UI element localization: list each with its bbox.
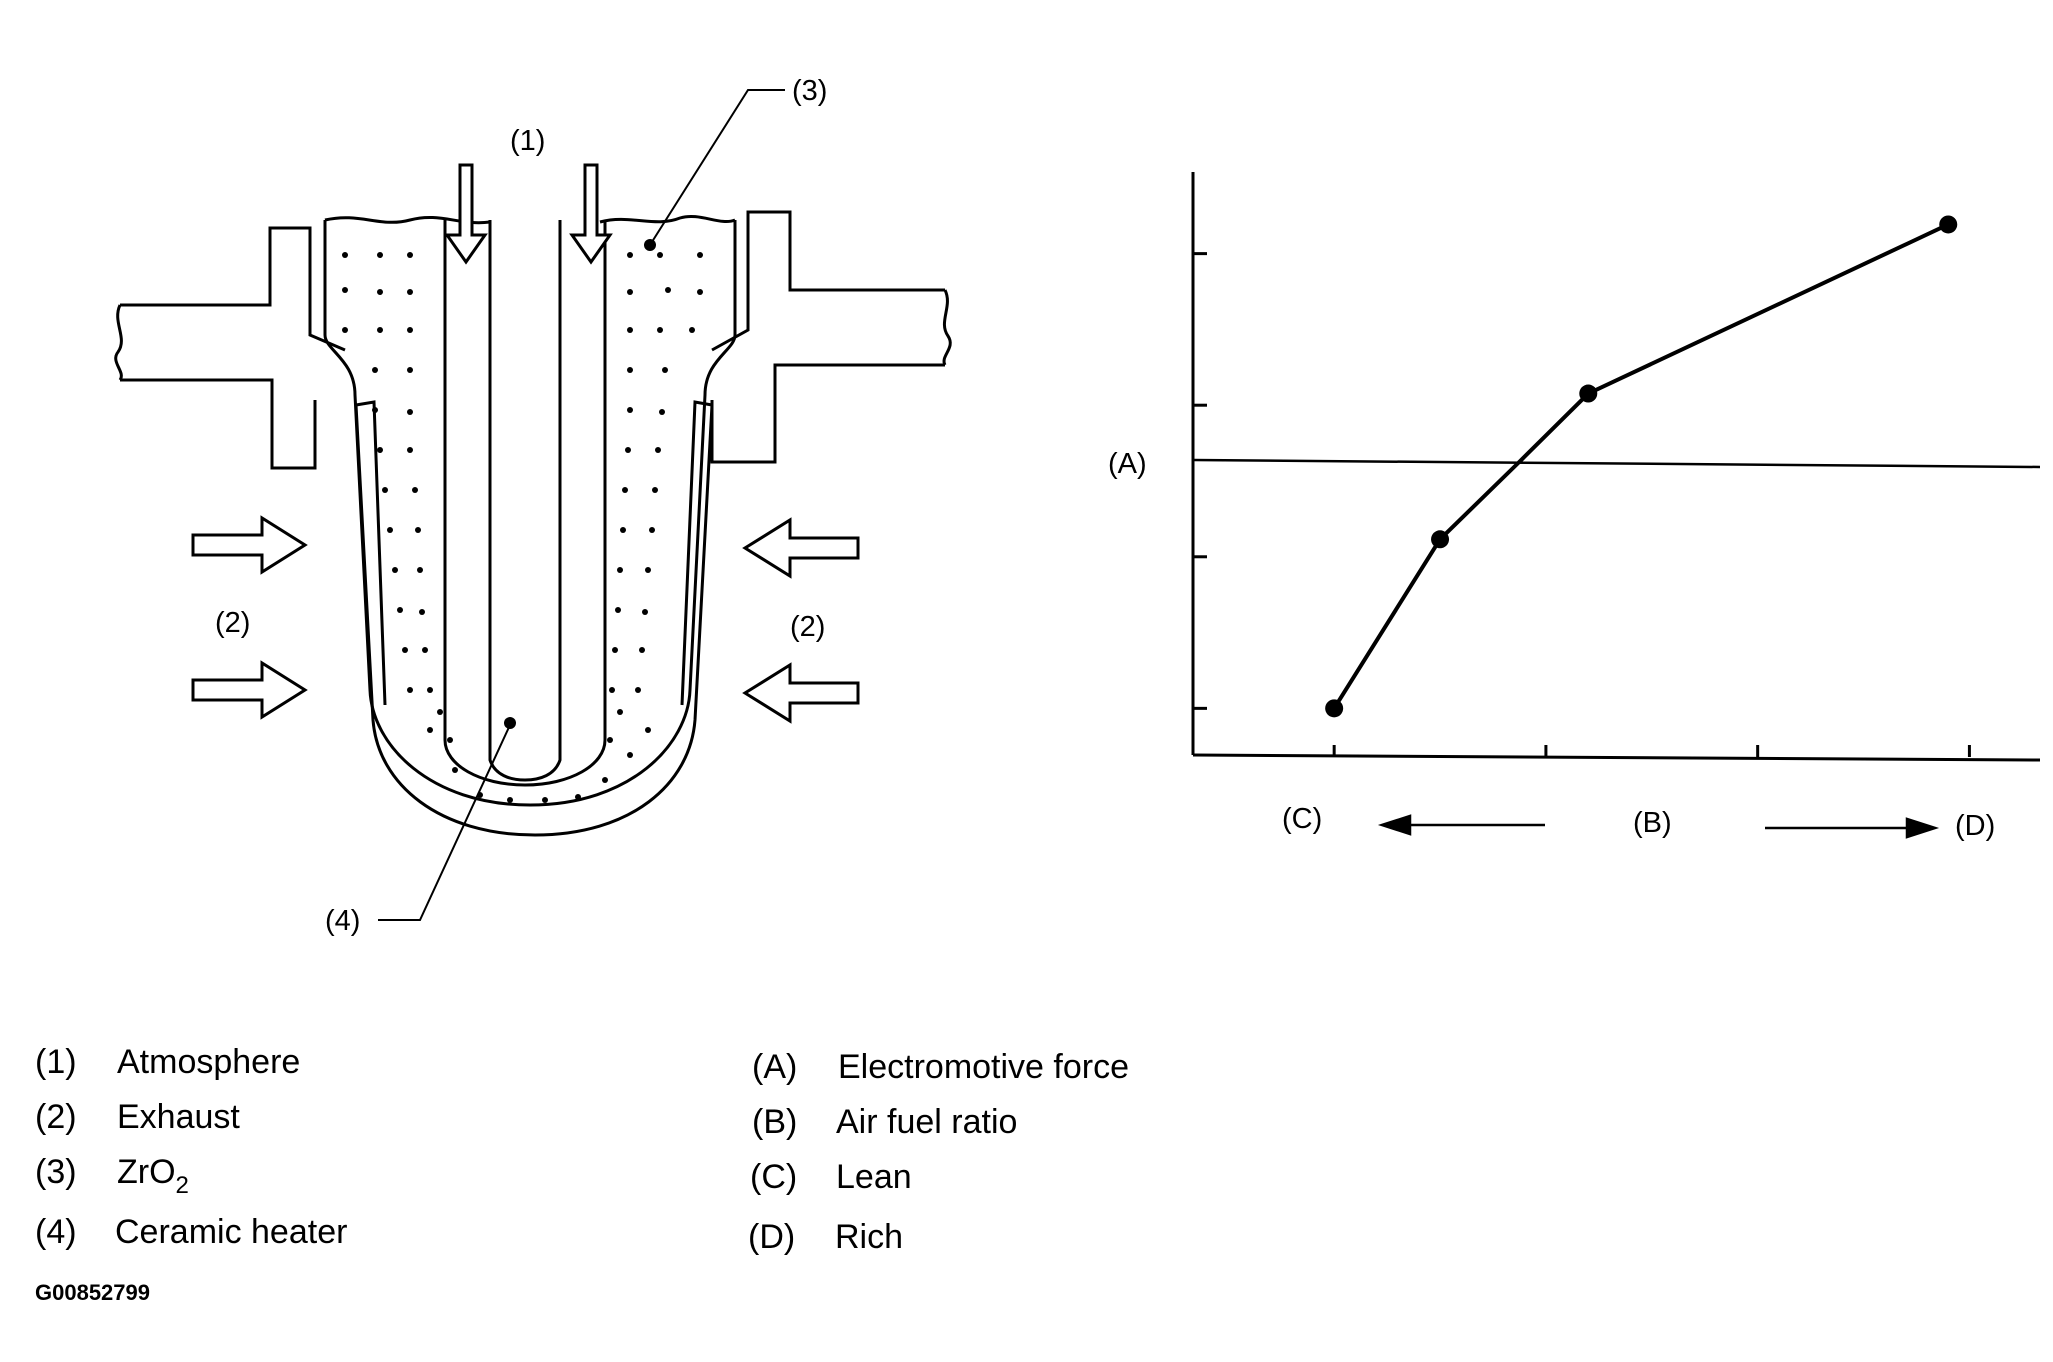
emf-chart: (A) (C) (B) (D): [1108, 172, 2041, 842]
legend-left-text-4: Ceramic heater: [115, 1213, 347, 1251]
exhaust-arrow-left-bottom: [191, 660, 308, 720]
legend-right-num-d: (D): [748, 1218, 795, 1256]
legend-left-text-1: Atmosphere: [117, 1043, 300, 1081]
y-ticks: [1193, 252, 1207, 710]
leader-4: [378, 724, 511, 921]
label-c: (C): [1282, 803, 1322, 835]
legend-left-num-2: (2): [35, 1098, 77, 1136]
data-point-2: [1431, 530, 1450, 549]
legend-left-num-1: (1): [35, 1043, 77, 1081]
label-d: (D): [1955, 810, 1995, 842]
data-point-1: [1325, 699, 1344, 718]
zro-text: ZrO: [117, 1153, 176, 1191]
zro2-body: [323, 220, 737, 807]
legend-right-text-c: Lean: [836, 1158, 912, 1196]
series-points: [1325, 215, 1958, 718]
arrow-lean-head: [1377, 814, 1412, 836]
atmosphere-chamber: [443, 220, 607, 787]
label-a: (A): [1108, 448, 1147, 480]
outer-electrode: [354, 404, 714, 837]
series-line: [1332, 222, 1950, 710]
exhaust-pipe-wall-right: [710, 210, 945, 464]
legend-right-text-d: Rich: [835, 1218, 903, 1256]
exhaust-arrow-right-top: [742, 517, 860, 579]
data-point-3: [1579, 384, 1598, 403]
leader-lines: [378, 89, 785, 921]
x-ticks: [1332, 745, 1971, 757]
legend-right: (A) Electromotive force (B) Air fuel rat…: [748, 1048, 1129, 1256]
pipe-break-left: [114, 304, 123, 381]
label-2-right: (2): [790, 611, 825, 643]
leader-4-dot: [504, 717, 516, 729]
exhaust-arrows: [191, 515, 860, 724]
atmosphere-arrow-right: [569, 163, 613, 265]
exhaust-arrow-left-top: [191, 515, 308, 575]
zro2-dots: [342, 252, 703, 803]
legend-left-num-3: (3): [35, 1153, 77, 1191]
pipe-break-right: [942, 289, 952, 366]
leader-3-dot: [644, 239, 656, 251]
label-1: (1): [510, 125, 545, 157]
body-top-wave: [324, 215, 736, 225]
legend-left: (1) Atmosphere (2) Exhaust (3) ZrO2 (4) …: [35, 1043, 347, 1251]
zro-subscript: 2: [176, 1172, 189, 1199]
legend-left-num-4: (4): [35, 1213, 77, 1251]
atmosphere-arrow-left: [444, 163, 488, 265]
label-4: (4): [325, 905, 360, 937]
label-b: (B): [1633, 807, 1672, 839]
exhaust-arrow-right-bottom: [742, 662, 860, 724]
legend-right-num-a: (A): [752, 1048, 797, 1086]
legend-left-text-2: Exhaust: [117, 1098, 240, 1136]
direction-arrows: [1377, 814, 1940, 839]
reference-line: [1192, 458, 2041, 469]
legend-right-text-a: Electromotive force: [838, 1048, 1129, 1086]
legend-right-text-b: Air fuel ratio: [836, 1103, 1017, 1141]
outer-electrode-cap-right: [680, 400, 713, 706]
legend-right-num-c: (C): [750, 1158, 797, 1196]
exhaust-pipe-wall-left: [120, 226, 346, 470]
legend-right-num-b: (B): [752, 1103, 797, 1141]
x-axis: [1192, 753, 2041, 762]
outer-electrode-cap-left: [355, 400, 387, 706]
label-3: (3): [792, 75, 827, 107]
sensor-diagram: [114, 210, 952, 837]
arrow-rich-head: [1905, 817, 1940, 839]
legend-left-text-3: ZrO2: [117, 1153, 189, 1199]
heater-rod: [488, 220, 562, 782]
label-2-left: (2): [215, 607, 250, 639]
figure-code: G00852799: [35, 1280, 150, 1305]
leader-3: [649, 89, 785, 246]
data-point-4: [1939, 215, 1958, 234]
atmosphere-arrows: [444, 163, 613, 265]
